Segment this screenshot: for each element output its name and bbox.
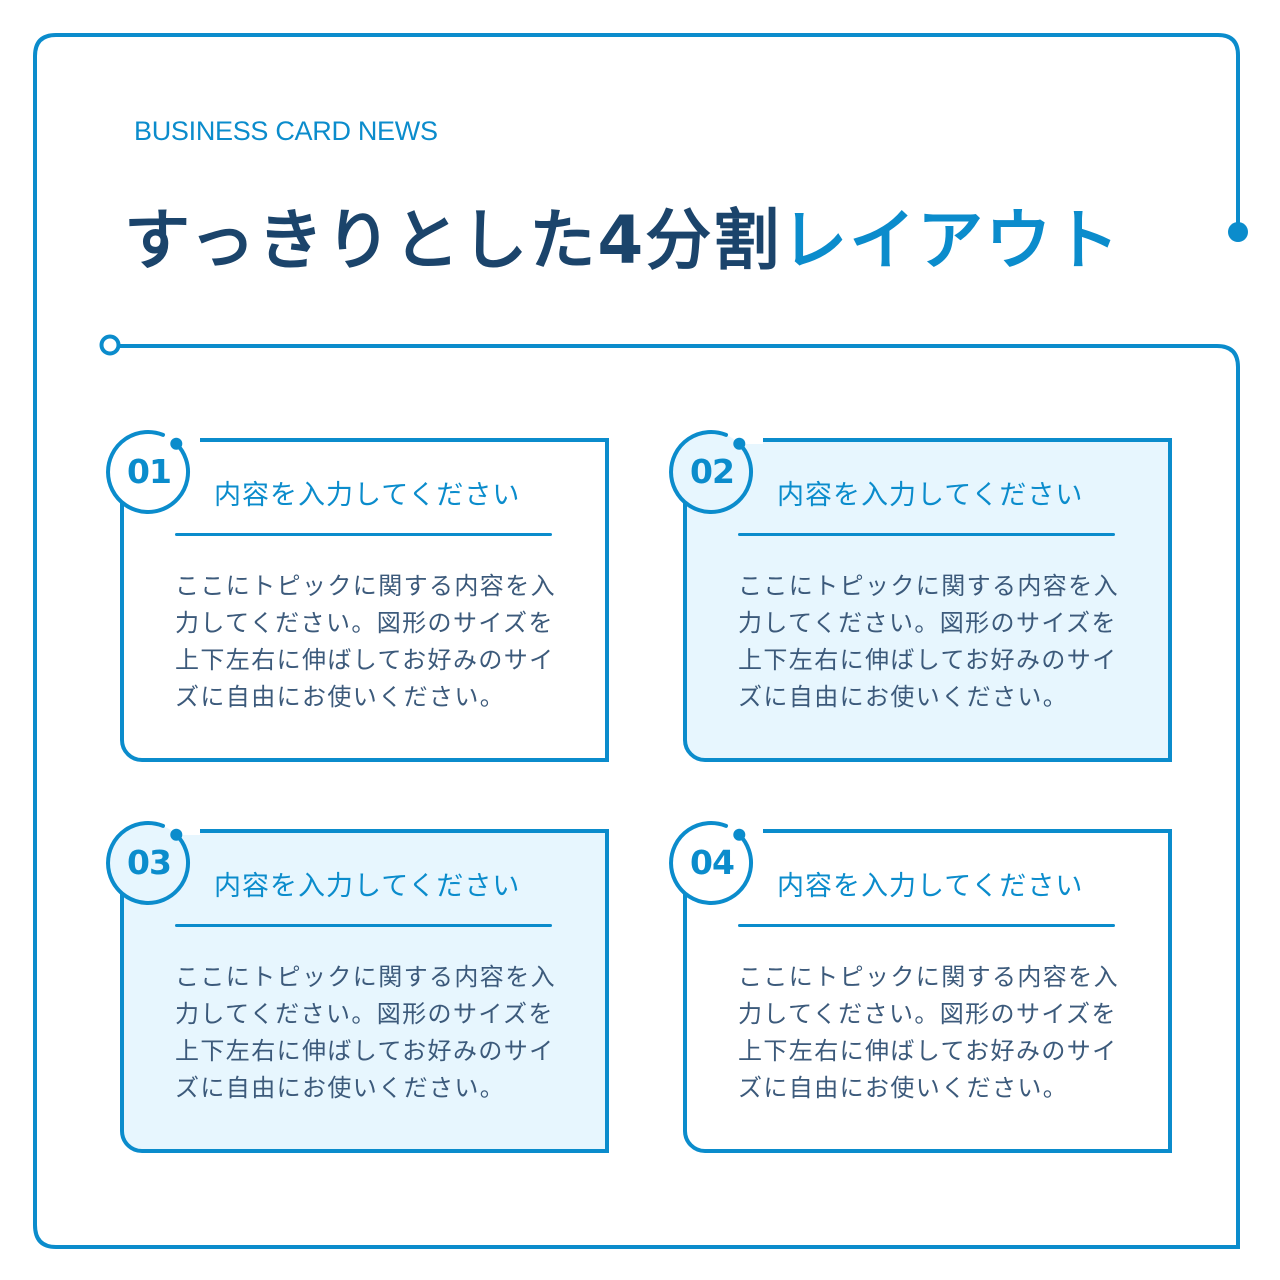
body-line: 力してください。図形のサイズを [738,609,1117,637]
frame-start-ring-icon [99,334,121,356]
title-main: すっきりとした4分割 [124,202,782,279]
card-heading: 内容を入力してください [214,480,521,511]
body-line: 上下左右に伸ばしてお好みのサイ [175,646,555,674]
number-ring-icon [106,429,191,514]
body-line: ズに自由にお使いください。 [175,1074,506,1102]
number-ring-icon [669,820,754,905]
body-line: ここにトピックに関する内容を入 [738,963,1119,991]
card-body: ここにトピックに関する内容を入 力してください。図形のサイズを 上下左右に伸ばし… [175,959,585,1107]
number-ring-icon [669,429,754,514]
frame-top-path [33,33,1240,1249]
body-line: ここにトピックに関する内容を入 [738,572,1119,600]
body-line: 力してください。図形のサイズを [738,1000,1117,1028]
card-box [683,829,1172,1153]
body-line: 上下左右に伸ばしてお好みのサイ [738,1037,1118,1065]
topic-card-2: 02 内容を入力してください ここにトピックに関する内容を入 力してください。図… [669,429,1172,762]
eyebrow-label: BUSINESS CARD NEWS [134,116,438,146]
body-line: 力してください。図形のサイズを [175,1000,554,1028]
topic-card-1: 01 内容を入力してください ここにトピックに関する内容を入 力してください。図… [106,429,609,762]
card-body: ここにトピックに関する内容を入 力してください。図形のサイズを 上下左右に伸ばし… [738,568,1148,716]
card-box [683,438,1172,762]
heading-underline [175,533,552,536]
body-line: ここにトピックに関する内容を入 [175,963,556,991]
topic-card-4: 04 内容を入力してください ここにトピックに関する内容を入 力してください。図… [669,820,1172,1153]
card-box [120,829,609,1153]
page-title: すっきりとした4分割レイアウト [124,198,1121,284]
card-number: 02 [690,452,735,491]
card-heading: 内容を入力してください [777,871,1084,902]
title-accent: レイアウト [781,202,1122,279]
card-number: 03 [127,843,172,882]
card-heading: 内容を入力してください [214,871,521,902]
heading-underline [738,924,1115,927]
body-line: 上下左右に伸ばしてお好みのサイ [738,646,1118,674]
card-number: 01 [127,452,172,491]
card-heading: 内容を入力してください [777,480,1084,511]
body-line: ズに自由にお使いください。 [738,1074,1069,1102]
card-box [120,438,609,762]
number-ring-icon [106,820,191,905]
card-body: ここにトピックに関する内容を入 力してください。図形のサイズを 上下左右に伸ばし… [175,568,585,716]
body-line: 力してください。図形のサイズを [175,609,554,637]
topic-card-3: 03 内容を入力してください ここにトピックに関する内容を入 力してください。図… [106,820,609,1153]
body-line: ここにトピックに関する内容を入 [175,572,556,600]
body-line: 上下左右に伸ばしてお好みのサイ [175,1037,555,1065]
card-body: ここにトピックに関する内容を入 力してください。図形のサイズを 上下左右に伸ばし… [738,959,1148,1107]
heading-underline [175,924,552,927]
heading-underline [738,533,1115,536]
body-line: ズに自由にお使いください。 [175,683,506,711]
body-line: ズに自由にお使いください。 [738,683,1069,711]
frame-end-dot-icon [1228,222,1248,242]
card-number: 04 [690,843,735,882]
